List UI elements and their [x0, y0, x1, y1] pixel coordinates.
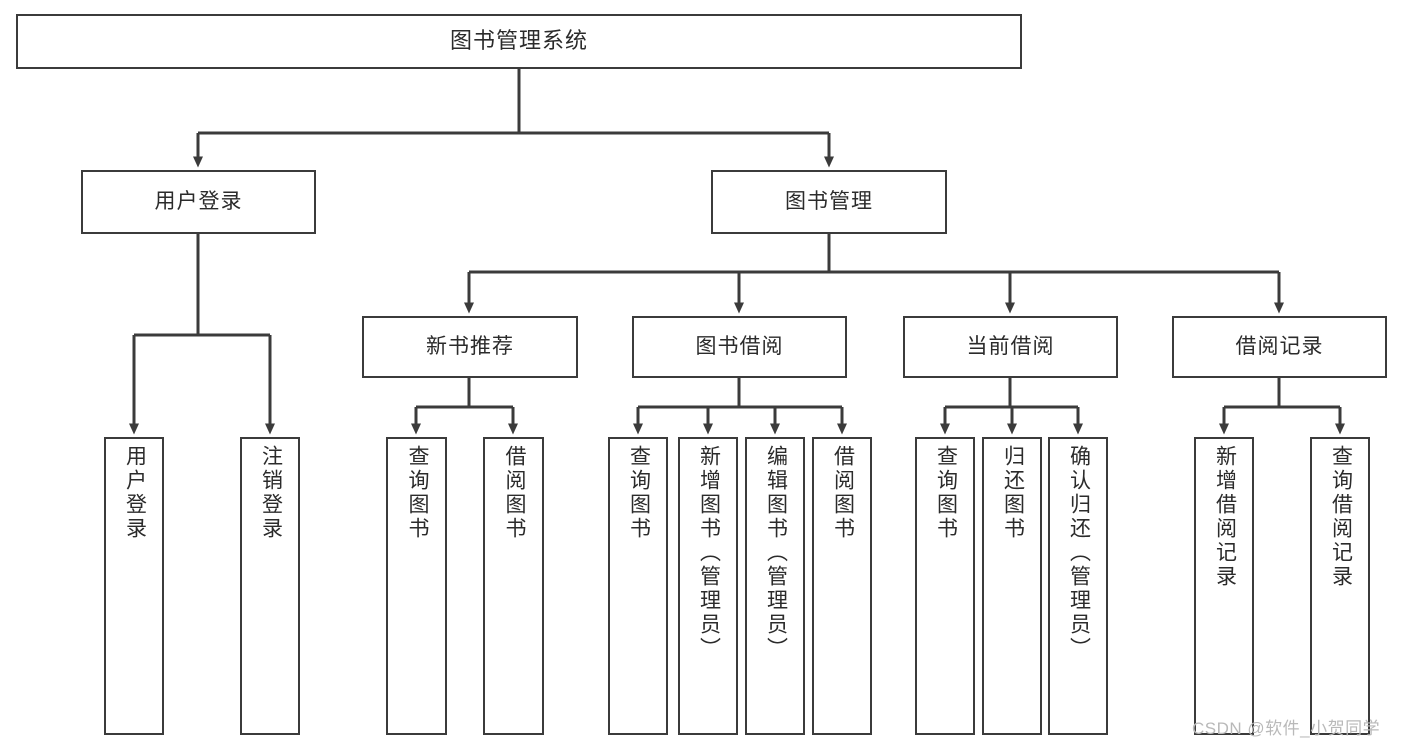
node-label: 注销登录 [259, 445, 283, 541]
node-label: 查询图书 [934, 445, 958, 541]
node-label: 图书管理 [785, 190, 873, 214]
node-root-system[interactable]: 图书管理系统 [16, 14, 1022, 69]
node-label: 图书借阅 [695, 335, 784, 359]
node-label: 归还图书 [1001, 445, 1025, 541]
node-label: 用户登录 [154, 190, 243, 214]
node-leaf-confirm-return-admin[interactable]: 确认归还（管理员） [1048, 437, 1108, 735]
node-label: 当前借阅 [966, 335, 1055, 359]
node-label: 新增借阅记录 [1213, 445, 1237, 589]
node-label: 借阅图书 [502, 445, 526, 541]
node-label: 编辑图书（管理员） [764, 445, 788, 661]
csdn-watermark: CSDN @软件_小贺同学 [1192, 719, 1381, 738]
node-label: 新书推荐 [426, 335, 514, 359]
node-leaf-add-book-admin[interactable]: 新增图书（管理员） [678, 437, 738, 735]
node-leaf-add-borrow-record[interactable]: 新增借阅记录 [1194, 437, 1254, 735]
node-label: 查询图书 [627, 445, 651, 541]
node-leaf-query-book-2[interactable]: 查询图书 [608, 437, 668, 735]
node-user-login[interactable]: 用户登录 [81, 170, 316, 234]
node-label: 确认归还（管理员） [1067, 445, 1091, 661]
node-leaf-query-borrow-record[interactable]: 查询借阅记录 [1310, 437, 1370, 735]
node-label: 借阅记录 [1235, 335, 1324, 359]
node-leaf-logout-login[interactable]: 注销登录 [240, 437, 300, 735]
node-label: 图书管理系统 [449, 28, 588, 54]
node-label: 借阅图书 [831, 445, 855, 541]
node-leaf-borrow-book-1[interactable]: 借阅图书 [483, 437, 544, 735]
node-leaf-query-book-3[interactable]: 查询图书 [915, 437, 975, 735]
node-book-management[interactable]: 图书管理 [711, 170, 947, 234]
node-current-borrow[interactable]: 当前借阅 [903, 316, 1118, 378]
node-new-book-recommend[interactable]: 新书推荐 [362, 316, 578, 378]
node-book-borrow[interactable]: 图书借阅 [632, 316, 847, 378]
node-leaf-query-book-1[interactable]: 查询图书 [386, 437, 447, 735]
node-label: 新增图书（管理员） [697, 445, 721, 661]
node-leaf-edit-book-admin[interactable]: 编辑图书（管理员） [745, 437, 805, 735]
node-leaf-borrow-book-2[interactable]: 借阅图书 [812, 437, 872, 735]
node-label: 用户登录 [123, 445, 147, 541]
node-label: 查询借阅记录 [1329, 445, 1353, 589]
node-leaf-user-login[interactable]: 用户登录 [104, 437, 164, 735]
node-borrow-record[interactable]: 借阅记录 [1172, 316, 1387, 378]
node-leaf-return-book[interactable]: 归还图书 [982, 437, 1042, 735]
node-label: 查询图书 [405, 445, 429, 541]
